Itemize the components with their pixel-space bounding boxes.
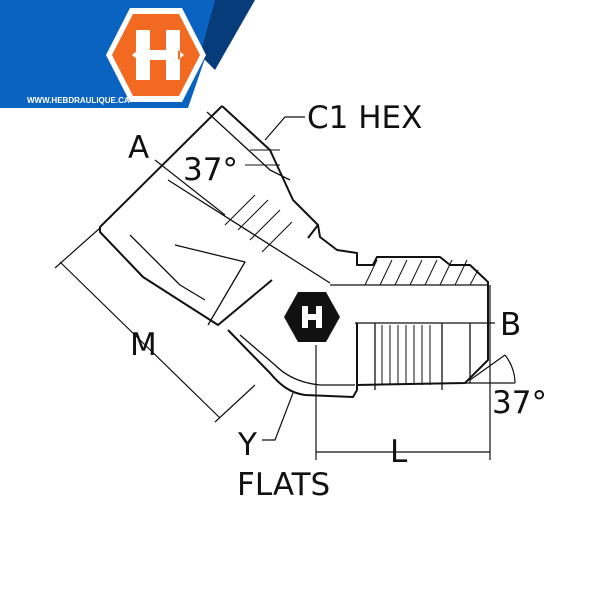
dimension-lines — [54, 116, 516, 460]
m-label: M — [130, 327, 157, 363]
b-label: B — [500, 307, 522, 343]
website-url[interactable]: WWW.HEBDRAULIQUE.CA — [27, 96, 130, 105]
hex-logo-icon — [284, 292, 340, 342]
flats-label: FLATS — [237, 467, 331, 503]
angle-right-label: 37° — [492, 385, 547, 421]
l-label: L — [390, 434, 408, 470]
c1-hex-label: C1 HEX — [307, 100, 423, 136]
a-label: A — [128, 130, 150, 166]
angle-top-label: 37° — [183, 152, 238, 188]
fitting-outline — [99, 105, 489, 398]
y-label: Y — [238, 427, 257, 463]
brand-banner — [0, 0, 255, 108]
logo-h-icon — [132, 30, 184, 80]
